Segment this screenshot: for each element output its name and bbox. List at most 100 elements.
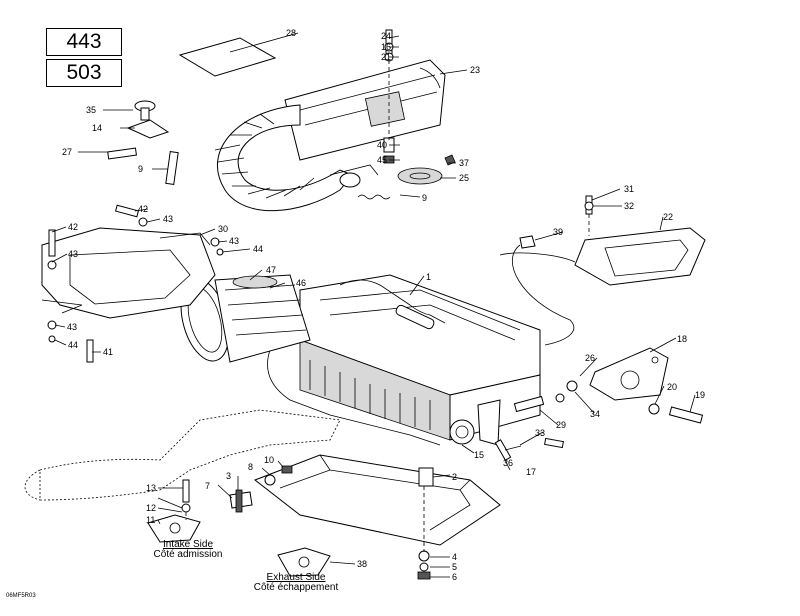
callout: 37 bbox=[459, 158, 469, 168]
washer bbox=[47, 260, 57, 270]
callout: 22 bbox=[663, 212, 673, 222]
callout: 45 bbox=[377, 155, 387, 165]
callout: 33 bbox=[535, 428, 545, 438]
callout: 38 bbox=[357, 559, 367, 569]
engine-support bbox=[589, 347, 669, 401]
callout: 32 bbox=[624, 201, 634, 211]
washer bbox=[418, 550, 430, 562]
callout: 43 bbox=[68, 249, 78, 259]
callout: 44 bbox=[253, 244, 263, 254]
callout: 5 bbox=[452, 562, 457, 572]
bolt bbox=[114, 204, 140, 218]
callout: 29 bbox=[556, 420, 566, 430]
callout: 13 bbox=[146, 483, 156, 493]
callout: 11 bbox=[146, 515, 155, 525]
intake-side-label-en: Intake Side bbox=[162, 539, 214, 550]
bolt bbox=[494, 439, 512, 461]
exhaust-side-label-fr: Côté échappement bbox=[253, 582, 339, 593]
callout: 1 bbox=[426, 272, 431, 282]
callout: 36 bbox=[503, 458, 513, 468]
nut bbox=[383, 155, 395, 164]
bracket bbox=[126, 100, 170, 139]
rubber-mount bbox=[229, 489, 253, 513]
hose bbox=[511, 244, 575, 346]
bolt bbox=[513, 395, 545, 413]
tuned-pipe-flange bbox=[499, 227, 706, 286]
callout: 30 bbox=[218, 224, 228, 234]
air-silencer bbox=[41, 227, 216, 319]
leader-lines bbox=[51, 32, 696, 578]
bolt bbox=[107, 147, 137, 160]
callout: 14 bbox=[92, 123, 102, 133]
callout: 31 bbox=[624, 184, 634, 194]
callout: 19 bbox=[695, 390, 705, 400]
intake-side-label-fr: Côté admission bbox=[153, 549, 223, 560]
bolt bbox=[544, 437, 564, 449]
callout: 35 bbox=[86, 105, 96, 115]
callout: 7 bbox=[205, 481, 210, 491]
washer bbox=[566, 380, 578, 392]
spacer bbox=[418, 467, 434, 487]
exhaust-side-label: Exhaust Side Côté échappement bbox=[236, 573, 356, 593]
washer bbox=[648, 403, 660, 415]
pad bbox=[178, 37, 277, 77]
bolt bbox=[48, 229, 56, 257]
muffler bbox=[284, 59, 446, 161]
callout: 43 bbox=[163, 214, 173, 224]
callout: 24 bbox=[381, 31, 391, 41]
engine-block bbox=[267, 274, 541, 446]
rubber-mount-plate bbox=[147, 514, 201, 543]
callout: 40 bbox=[377, 140, 387, 150]
callout: 42 bbox=[138, 204, 148, 214]
washer bbox=[138, 217, 148, 227]
callout: 2 bbox=[452, 472, 457, 482]
callout: 27 bbox=[62, 147, 72, 157]
callout: 42 bbox=[68, 222, 78, 232]
pin bbox=[165, 151, 179, 185]
callout: 4 bbox=[452, 552, 457, 562]
callout: 18 bbox=[677, 334, 687, 344]
callout: 25 bbox=[459, 173, 469, 183]
callout: 6 bbox=[452, 572, 457, 582]
washer bbox=[181, 503, 191, 513]
callout: 21 bbox=[381, 52, 391, 62]
washer bbox=[47, 320, 57, 330]
callout: 39 bbox=[553, 227, 563, 237]
callout: 28 bbox=[286, 28, 296, 38]
callout: 43 bbox=[67, 322, 77, 332]
nut bbox=[444, 154, 456, 166]
model-number-box: 503 bbox=[46, 59, 122, 87]
callout: 3 bbox=[226, 471, 231, 481]
grommet bbox=[397, 167, 443, 185]
callout: 15 bbox=[474, 450, 484, 460]
callout: 12 bbox=[146, 503, 156, 513]
intake-manifold bbox=[180, 274, 311, 363]
engine-plate bbox=[253, 454, 501, 546]
callout: 16 bbox=[381, 42, 391, 52]
washer bbox=[210, 237, 220, 247]
callout: 47 bbox=[266, 265, 276, 275]
callout: 20 bbox=[667, 382, 677, 392]
callout: 8 bbox=[248, 462, 253, 472]
callout: 17 bbox=[526, 467, 536, 477]
exhaust-manifold-outline bbox=[24, 409, 341, 501]
washer bbox=[48, 335, 56, 343]
callout: 41 bbox=[103, 347, 113, 357]
callout: 26 bbox=[585, 353, 595, 363]
model-number-box: 443 bbox=[46, 28, 122, 56]
spring bbox=[357, 194, 391, 200]
exhaust-side-mount bbox=[277, 547, 331, 577]
callout: 9 bbox=[138, 164, 143, 174]
callout: 44 bbox=[68, 340, 78, 350]
bolt bbox=[668, 406, 704, 424]
callout: 43 bbox=[229, 236, 239, 246]
washer bbox=[584, 201, 594, 211]
clip bbox=[519, 235, 536, 249]
intake-side-label: Intake Side Côté admission bbox=[128, 540, 248, 560]
nut bbox=[417, 571, 431, 580]
callout: 9 bbox=[422, 193, 427, 203]
callout-numbers: 1 2 3 4 5 6 7 8 9 9 10 11 12 13 14 15 16… bbox=[62, 28, 705, 582]
drawing-code: 06MF5R03 bbox=[6, 593, 36, 599]
callout: 46 bbox=[296, 278, 306, 288]
